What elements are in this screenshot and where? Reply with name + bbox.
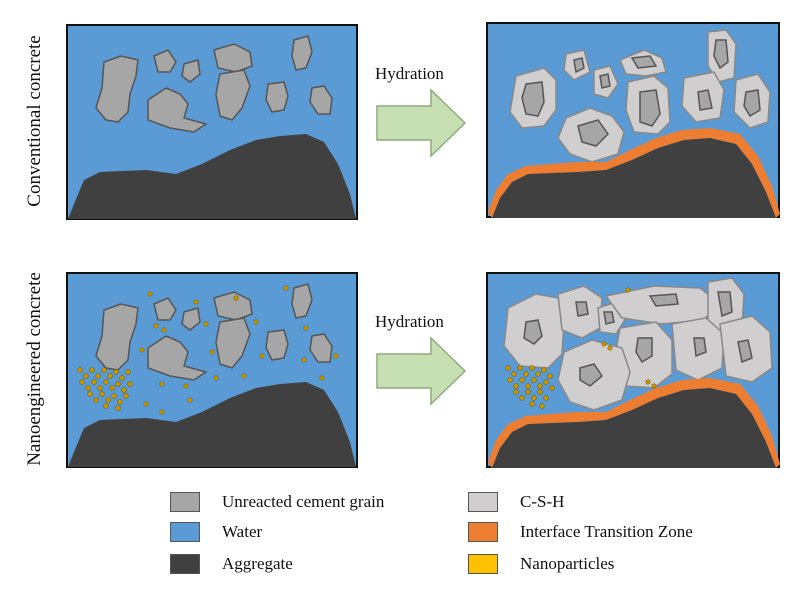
panel-nanoengineered-after — [486, 272, 780, 468]
itz-layer — [488, 128, 780, 218]
panel-conventional-after — [486, 22, 780, 218]
legend-label: C-S-H — [520, 492, 565, 511]
hydration-arrow-1 — [376, 88, 467, 158]
itz-layer — [488, 378, 780, 468]
cement-grains — [95, 283, 333, 381]
legend-item-nanoparticles: Nanoparticles — [468, 554, 614, 574]
cement-cores — [523, 291, 753, 387]
nanoparticles — [77, 285, 339, 415]
arrow-label-2: Hydration — [375, 312, 444, 331]
swatch-csh — [468, 492, 498, 512]
legend-label: Unreacted cement grain — [222, 492, 385, 511]
swatch-aggregate — [170, 554, 200, 574]
aggregate — [68, 382, 356, 467]
swatch-water — [170, 522, 200, 542]
swatch-nanoparticles — [468, 554, 498, 574]
legend-item-aggregate: Aggregate — [170, 554, 293, 574]
legend-label: Nanoparticles — [520, 554, 615, 573]
swatch-itz — [468, 522, 498, 542]
aggregate — [492, 388, 776, 468]
cement-grains — [95, 35, 333, 133]
legend-item-csh: C-S-H — [468, 492, 564, 512]
aggregate — [492, 138, 776, 218]
hydration-arrow-2 — [376, 336, 467, 406]
panel-nanoengineered-before — [66, 272, 358, 468]
legend-label: Interface Transition Zone — [520, 522, 693, 541]
row-label-nanoengineered: Nanoengineered concrete — [24, 272, 45, 466]
nanoparticles — [505, 287, 657, 409]
legend-item-cement: Unreacted cement grain — [170, 492, 384, 512]
panel-conventional-before — [66, 24, 358, 220]
legend-item-water: Water — [170, 522, 262, 542]
legend-item-itz: Interface Transition Zone — [468, 522, 693, 542]
row-label-conventional: Conventional concrete — [24, 35, 45, 207]
cement-cores — [521, 39, 761, 147]
arrow-label-1: Hydration — [375, 64, 444, 83]
swatch-cement — [170, 492, 200, 512]
legend-label: Water — [222, 522, 263, 541]
aggregate — [68, 134, 356, 219]
legend-label: Aggregate — [222, 554, 293, 573]
